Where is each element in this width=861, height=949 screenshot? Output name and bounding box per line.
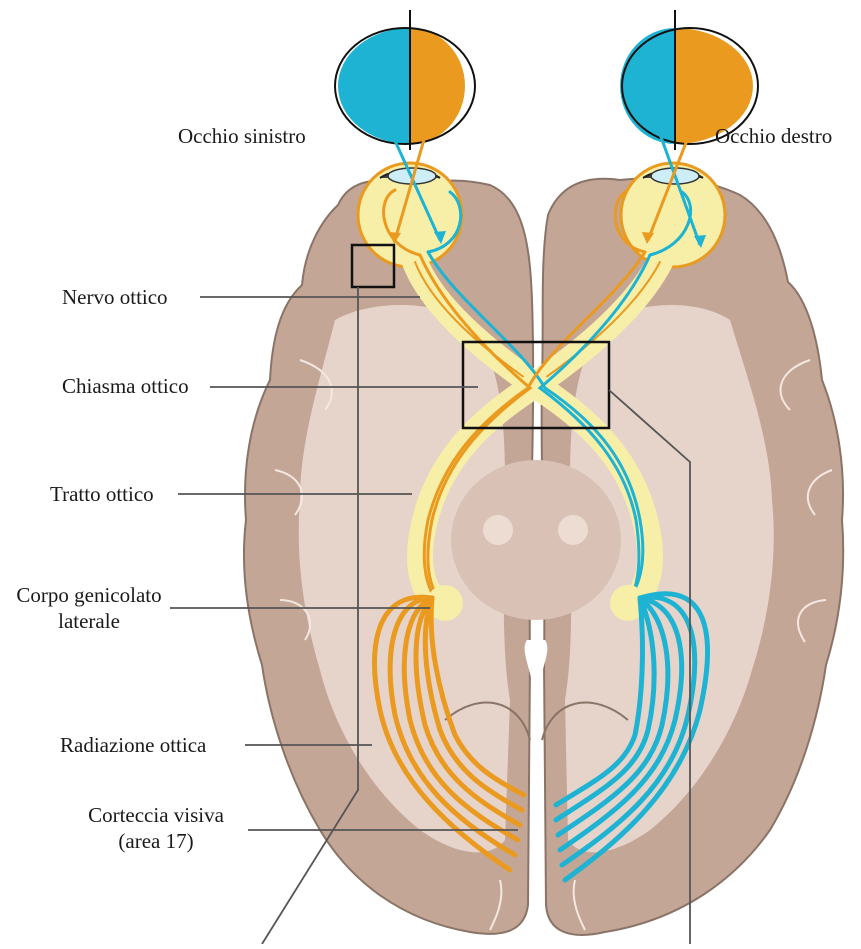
midbrain-region (451, 460, 621, 620)
left-visual-field (335, 10, 475, 150)
optic-radiation-label: Radiazione ottica (60, 732, 206, 758)
lgn-label-line1: Corpo genicolato (10, 582, 168, 608)
optic-nerve-label: Nervo ottico (62, 284, 168, 310)
thalamus-left (483, 515, 513, 545)
optic-chiasm-label: Chiasma ottico (62, 373, 189, 399)
optic-tract-label: Tratto ottico (50, 481, 154, 507)
lgn-label: Corpo genicolato laterale (10, 582, 168, 635)
visual-cortex-label: Corteccia visiva (area 17) (64, 802, 248, 855)
visual-cortex-label-line2: (area 17) (64, 828, 248, 854)
left-eye-label: Occhio sinistro (178, 123, 306, 149)
right-eye-label: Occhio destro (715, 123, 832, 149)
lgn-label-line2: laterale (10, 608, 168, 634)
frontal-midline-gap (534, 300, 540, 330)
visual-cortex-label-line1: Corteccia visiva (64, 802, 248, 828)
brain (244, 178, 843, 935)
thalamus-right (558, 515, 588, 545)
